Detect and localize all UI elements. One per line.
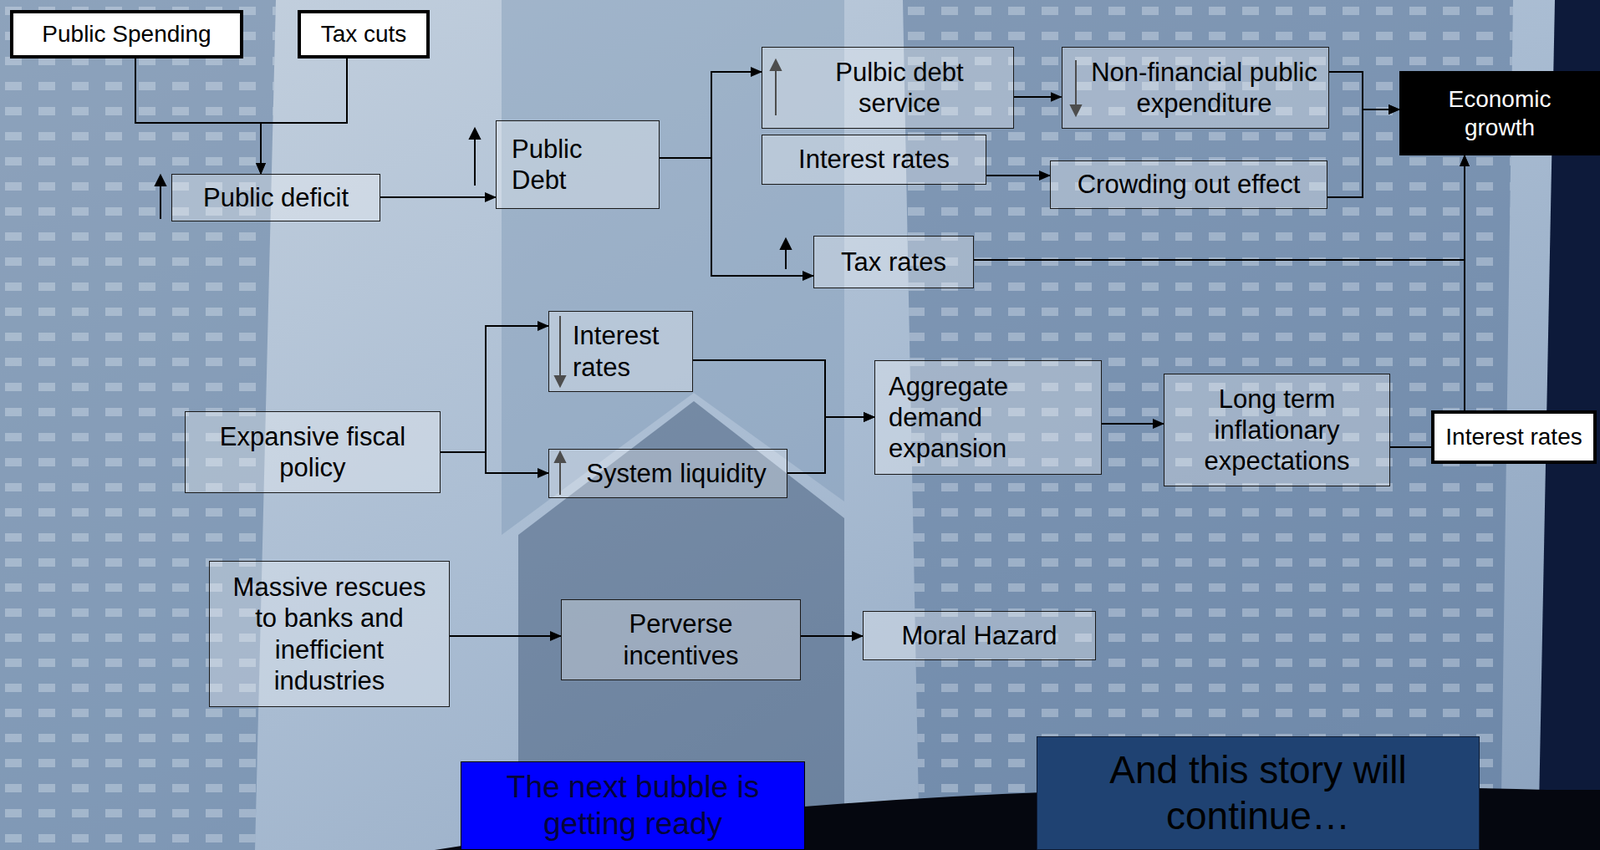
node-text: System liquidity	[585, 458, 766, 490]
connector-arrow	[1463, 155, 1466, 411]
connector-arrow	[440, 326, 549, 453]
process-box: Moral Hazard	[862, 611, 1096, 661]
connector-arrow	[1101, 422, 1164, 425]
connector-arrow	[986, 174, 1050, 177]
node-text: Aggregate demand expansion	[888, 371, 1056, 465]
connector-arrow	[380, 196, 496, 199]
process-box: Interest rates	[1431, 410, 1597, 464]
connector-arrow	[260, 58, 347, 174]
node-text: Public Spending	[41, 20, 211, 49]
process-box: Public Spending	[10, 10, 244, 59]
up-arrow-symbol	[473, 138, 476, 186]
connector-arrow	[787, 417, 875, 474]
connector-arrow	[692, 360, 875, 418]
process-box: Tax cuts	[297, 10, 430, 59]
process-box: Interest rates	[548, 310, 693, 393]
node-text: Tax cuts	[321, 20, 408, 49]
node-text: Expansive fiscal policy	[203, 421, 422, 484]
connector-arrow	[440, 452, 549, 474]
connector-arrow	[1390, 446, 1432, 449]
node-text: Public Debt	[511, 133, 604, 196]
process-box: Crowding out effect	[1049, 160, 1328, 209]
process-box: System liquidity	[548, 448, 788, 499]
process-box: Public deficit	[171, 173, 381, 222]
connector-arrow	[1327, 109, 1400, 198]
process-box: Aggregate demand expansion	[874, 360, 1102, 475]
process-box: Long term inflationary expectations	[1163, 373, 1391, 487]
connector-arrow	[659, 71, 762, 158]
up-arrow-head	[155, 175, 166, 186]
node-text: Public deficit	[203, 182, 349, 214]
node-text: Economic growth	[1416, 85, 1584, 142]
up-arrow-head	[469, 128, 480, 139]
process-box: Tax rates	[813, 235, 974, 289]
up-arrow-head	[780, 239, 791, 250]
connector-arrow	[449, 635, 561, 637]
up-arrow-symbol	[159, 185, 162, 220]
process-box: Massive rescues to banks and inefficient…	[208, 560, 450, 708]
process-box: Interest rates	[761, 134, 987, 185]
process-box: And this story will continue…	[1036, 736, 1480, 850]
node-text: Tax rates	[840, 246, 947, 278]
process-box: Economic growth	[1399, 71, 1600, 156]
node-text: Long term inflationary expectations	[1193, 383, 1361, 478]
connector-arrow	[135, 58, 261, 174]
process-box: Public Debt	[495, 120, 660, 209]
process-box: Non-financial public expenditure	[1061, 46, 1330, 129]
up-arrow-symbol	[784, 249, 787, 270]
node-text: Perverse incentives	[589, 608, 774, 671]
node-text: Interest rates	[1445, 422, 1582, 452]
node-text: The next bubble is getting ready	[473, 769, 792, 844]
connector-arrow	[1014, 96, 1062, 98]
connector-arrow	[800, 635, 863, 637]
node-text: Interest rates	[798, 143, 950, 175]
node-text: Crowding out effect	[1077, 168, 1301, 200]
node-text: Pulbic debt service	[815, 56, 984, 119]
node-text: Non-financial public expenditure	[1087, 56, 1322, 119]
node-text: Massive rescues to banks and inefficient…	[229, 571, 430, 697]
process-box: Pulbic debt service	[761, 46, 1015, 129]
node-text: Moral Hazard	[901, 620, 1057, 652]
connector-arrow	[1329, 71, 1401, 110]
node-text: And this story will continue…	[1049, 747, 1468, 840]
connector-arrow	[973, 155, 1465, 260]
process-box: The next bubble is getting ready	[460, 761, 806, 850]
node-text: Interest rates	[572, 320, 682, 383]
process-box: Perverse incentives	[560, 599, 801, 681]
process-box: Expansive fiscal policy	[184, 411, 441, 494]
